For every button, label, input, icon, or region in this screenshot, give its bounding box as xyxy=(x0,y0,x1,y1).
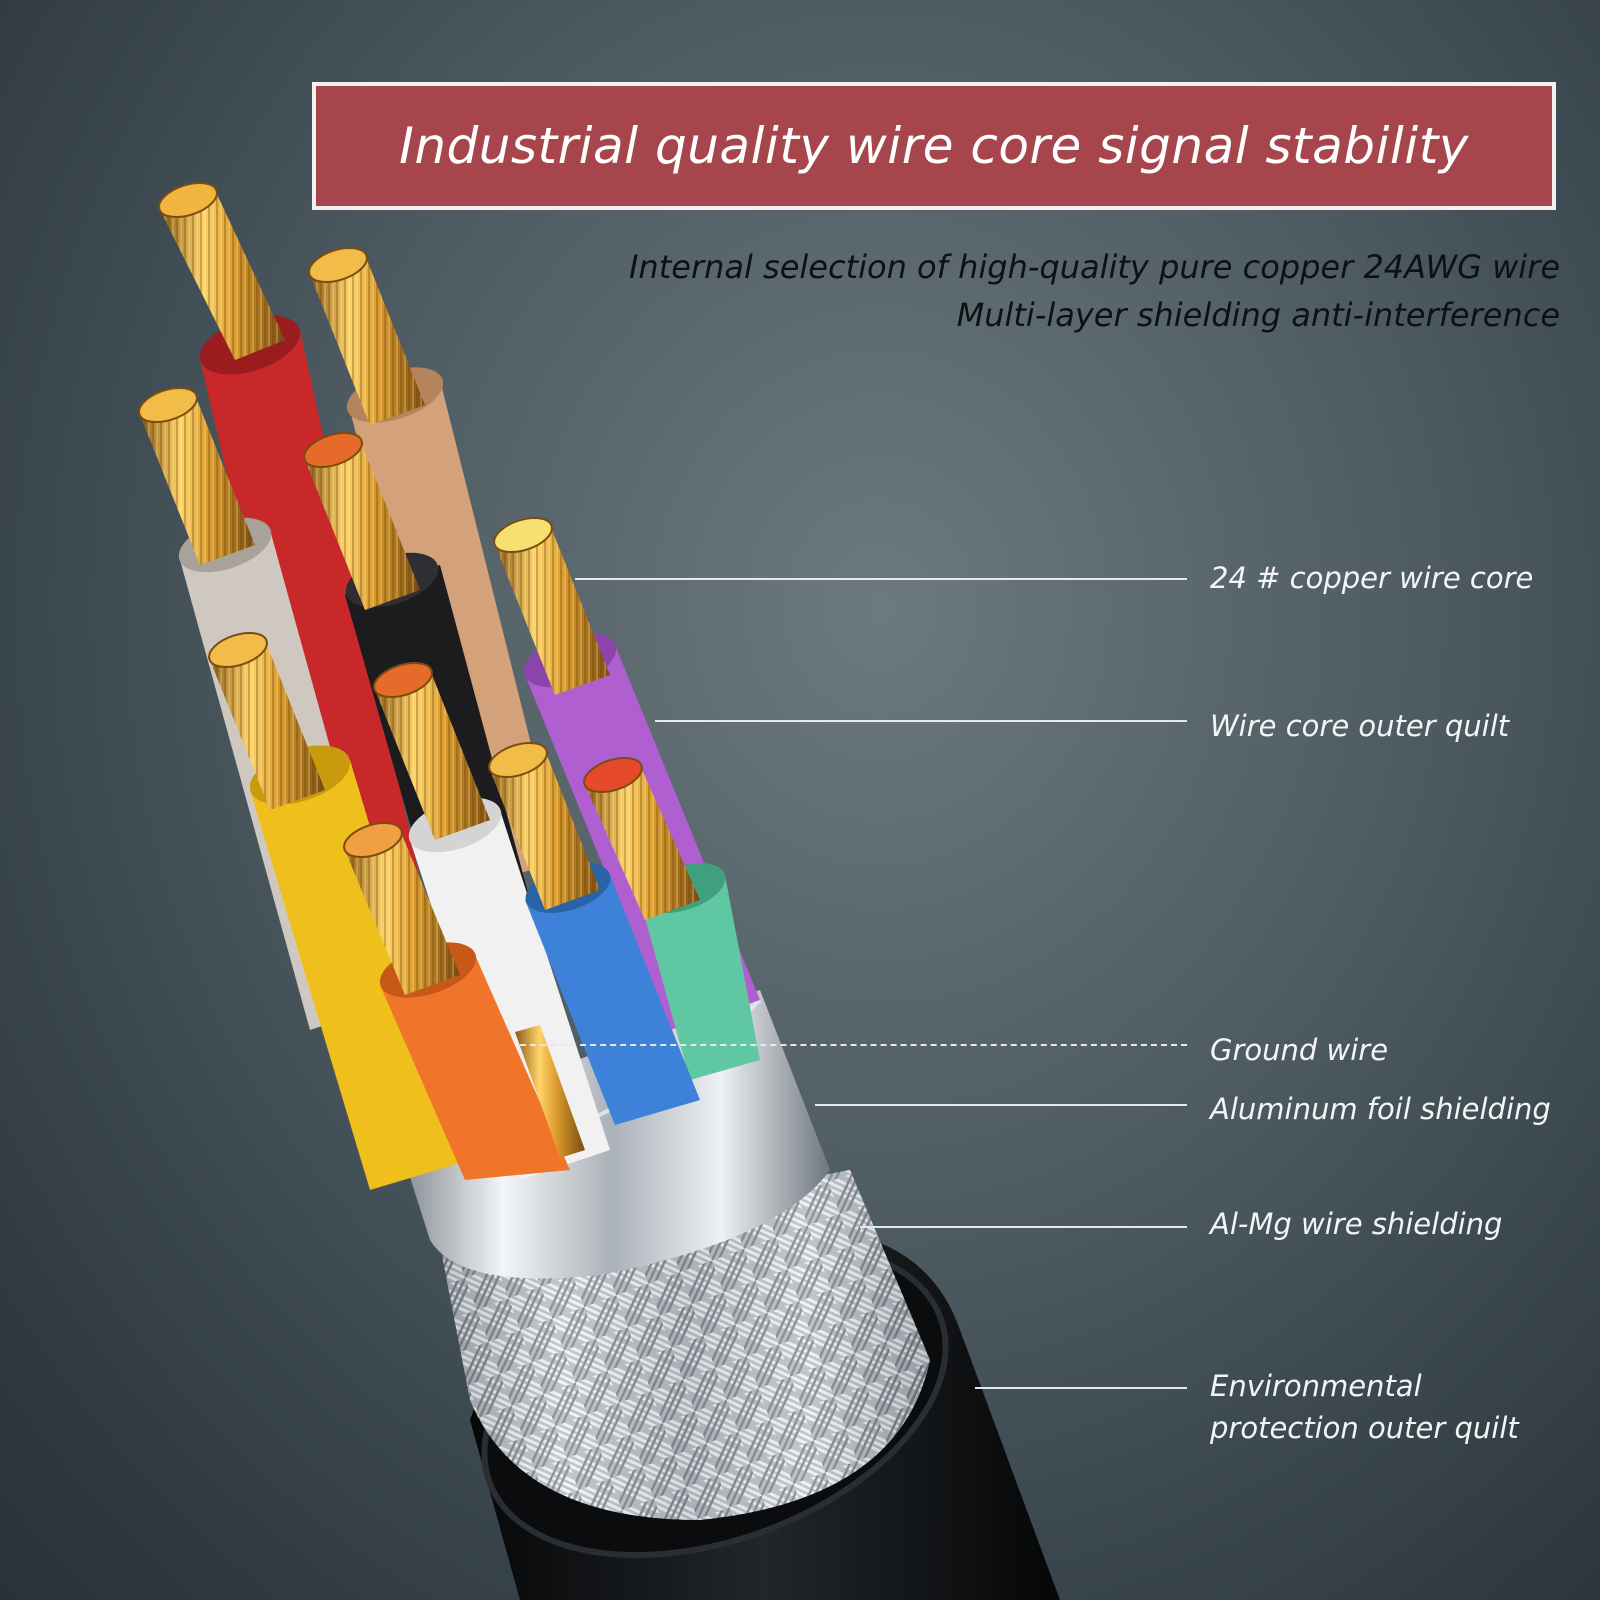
subtitle-line-1: Internal selection of high-quality pure … xyxy=(628,248,1560,286)
label-env-outer-line-1: Environmental xyxy=(1210,1369,1422,1403)
leader-aluminum-foil xyxy=(815,1104,1187,1106)
label-env-outer-line-2: protection outer quilt xyxy=(1210,1411,1519,1445)
label-al-mg-shield: Al-Mg wire shielding xyxy=(1210,1207,1503,1241)
wire-blue xyxy=(488,741,700,1125)
leader-ground-wire xyxy=(520,1044,1187,1046)
leader-copper-core xyxy=(575,578,1187,580)
label-aluminum-foil: Aluminum foil shielding xyxy=(1210,1092,1551,1126)
headline-banner: Industrial quality wire core signal stab… xyxy=(312,82,1556,210)
leader-core-outer-quilt xyxy=(655,720,1187,722)
ground-wire xyxy=(515,1025,585,1158)
wire-red xyxy=(158,181,420,910)
leader-env-outer-quilt xyxy=(975,1387,1187,1389)
label-core-outer-quilt: Wire core outer quilt xyxy=(1210,709,1510,743)
wire-green xyxy=(583,756,760,1080)
leader-al-mg-shield xyxy=(860,1226,1187,1228)
subtitle-line-2: Multi-layer shielding anti-interference xyxy=(956,296,1560,334)
label-copper-core: 24 # copper wire core xyxy=(1210,561,1534,595)
label-ground-wire: Ground wire xyxy=(1210,1033,1389,1067)
headline-title: Industrial quality wire core signal stab… xyxy=(399,117,1469,175)
wire-orange xyxy=(343,821,570,1180)
wire-yellow xyxy=(208,631,470,1190)
